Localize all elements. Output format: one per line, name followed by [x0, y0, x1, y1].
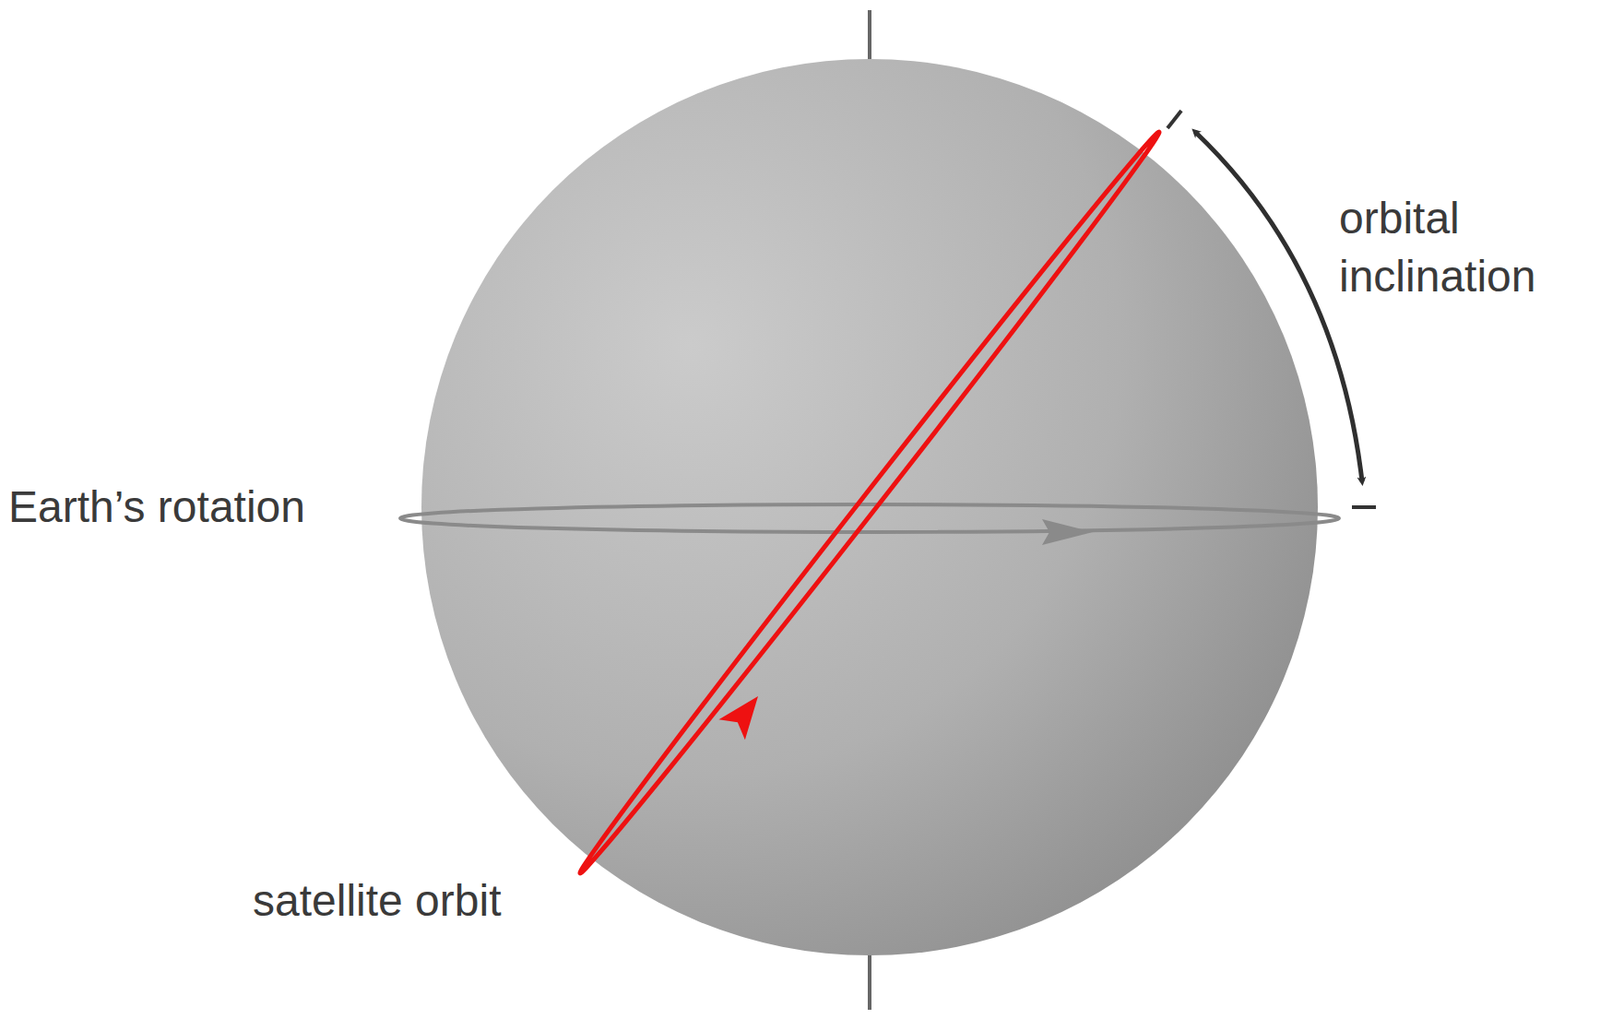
- inclination-arc: [1195, 131, 1363, 482]
- axis-top: [867, 10, 872, 60]
- orbit-arrowhead: [718, 686, 771, 740]
- satellite-orbit: [573, 127, 1166, 879]
- orbit-group: [573, 127, 1166, 879]
- equator-tick: [1351, 505, 1376, 510]
- rotation-arrowhead: [1042, 519, 1093, 546]
- orbit-tick: [1167, 110, 1182, 129]
- rotation-label: Earth’s rotation: [8, 481, 306, 533]
- axis-bottom: [867, 955, 872, 1010]
- inclination-label: orbital inclination: [1339, 189, 1581, 306]
- orbit-label: satellite orbit: [252, 875, 501, 926]
